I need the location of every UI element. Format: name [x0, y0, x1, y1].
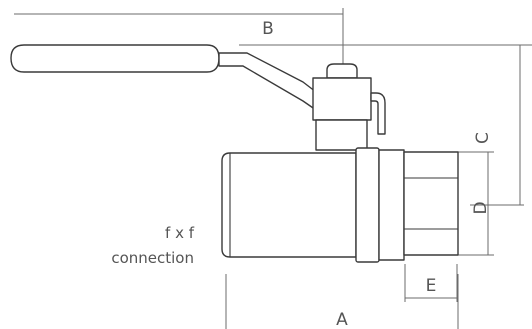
dimension-d: D	[458, 151, 494, 256]
dimension-a: A	[225, 274, 459, 329]
valve-body	[221, 147, 459, 263]
valve-stem	[312, 63, 386, 151]
connection-label: connection	[111, 249, 194, 267]
dimension-d-label: D	[471, 201, 491, 214]
connection-note: f x f connection	[111, 224, 194, 267]
dimension-a-label: A	[336, 310, 348, 329]
dimension-c: C	[239, 44, 532, 206]
connection-type-label: f x f	[165, 224, 195, 242]
dimension-b-label: B	[262, 19, 274, 39]
dimension-e-label: E	[426, 276, 437, 296]
dimension-e: E	[404, 264, 458, 302]
dimension-c-label: C	[473, 132, 493, 144]
valve-lever	[10, 44, 317, 111]
